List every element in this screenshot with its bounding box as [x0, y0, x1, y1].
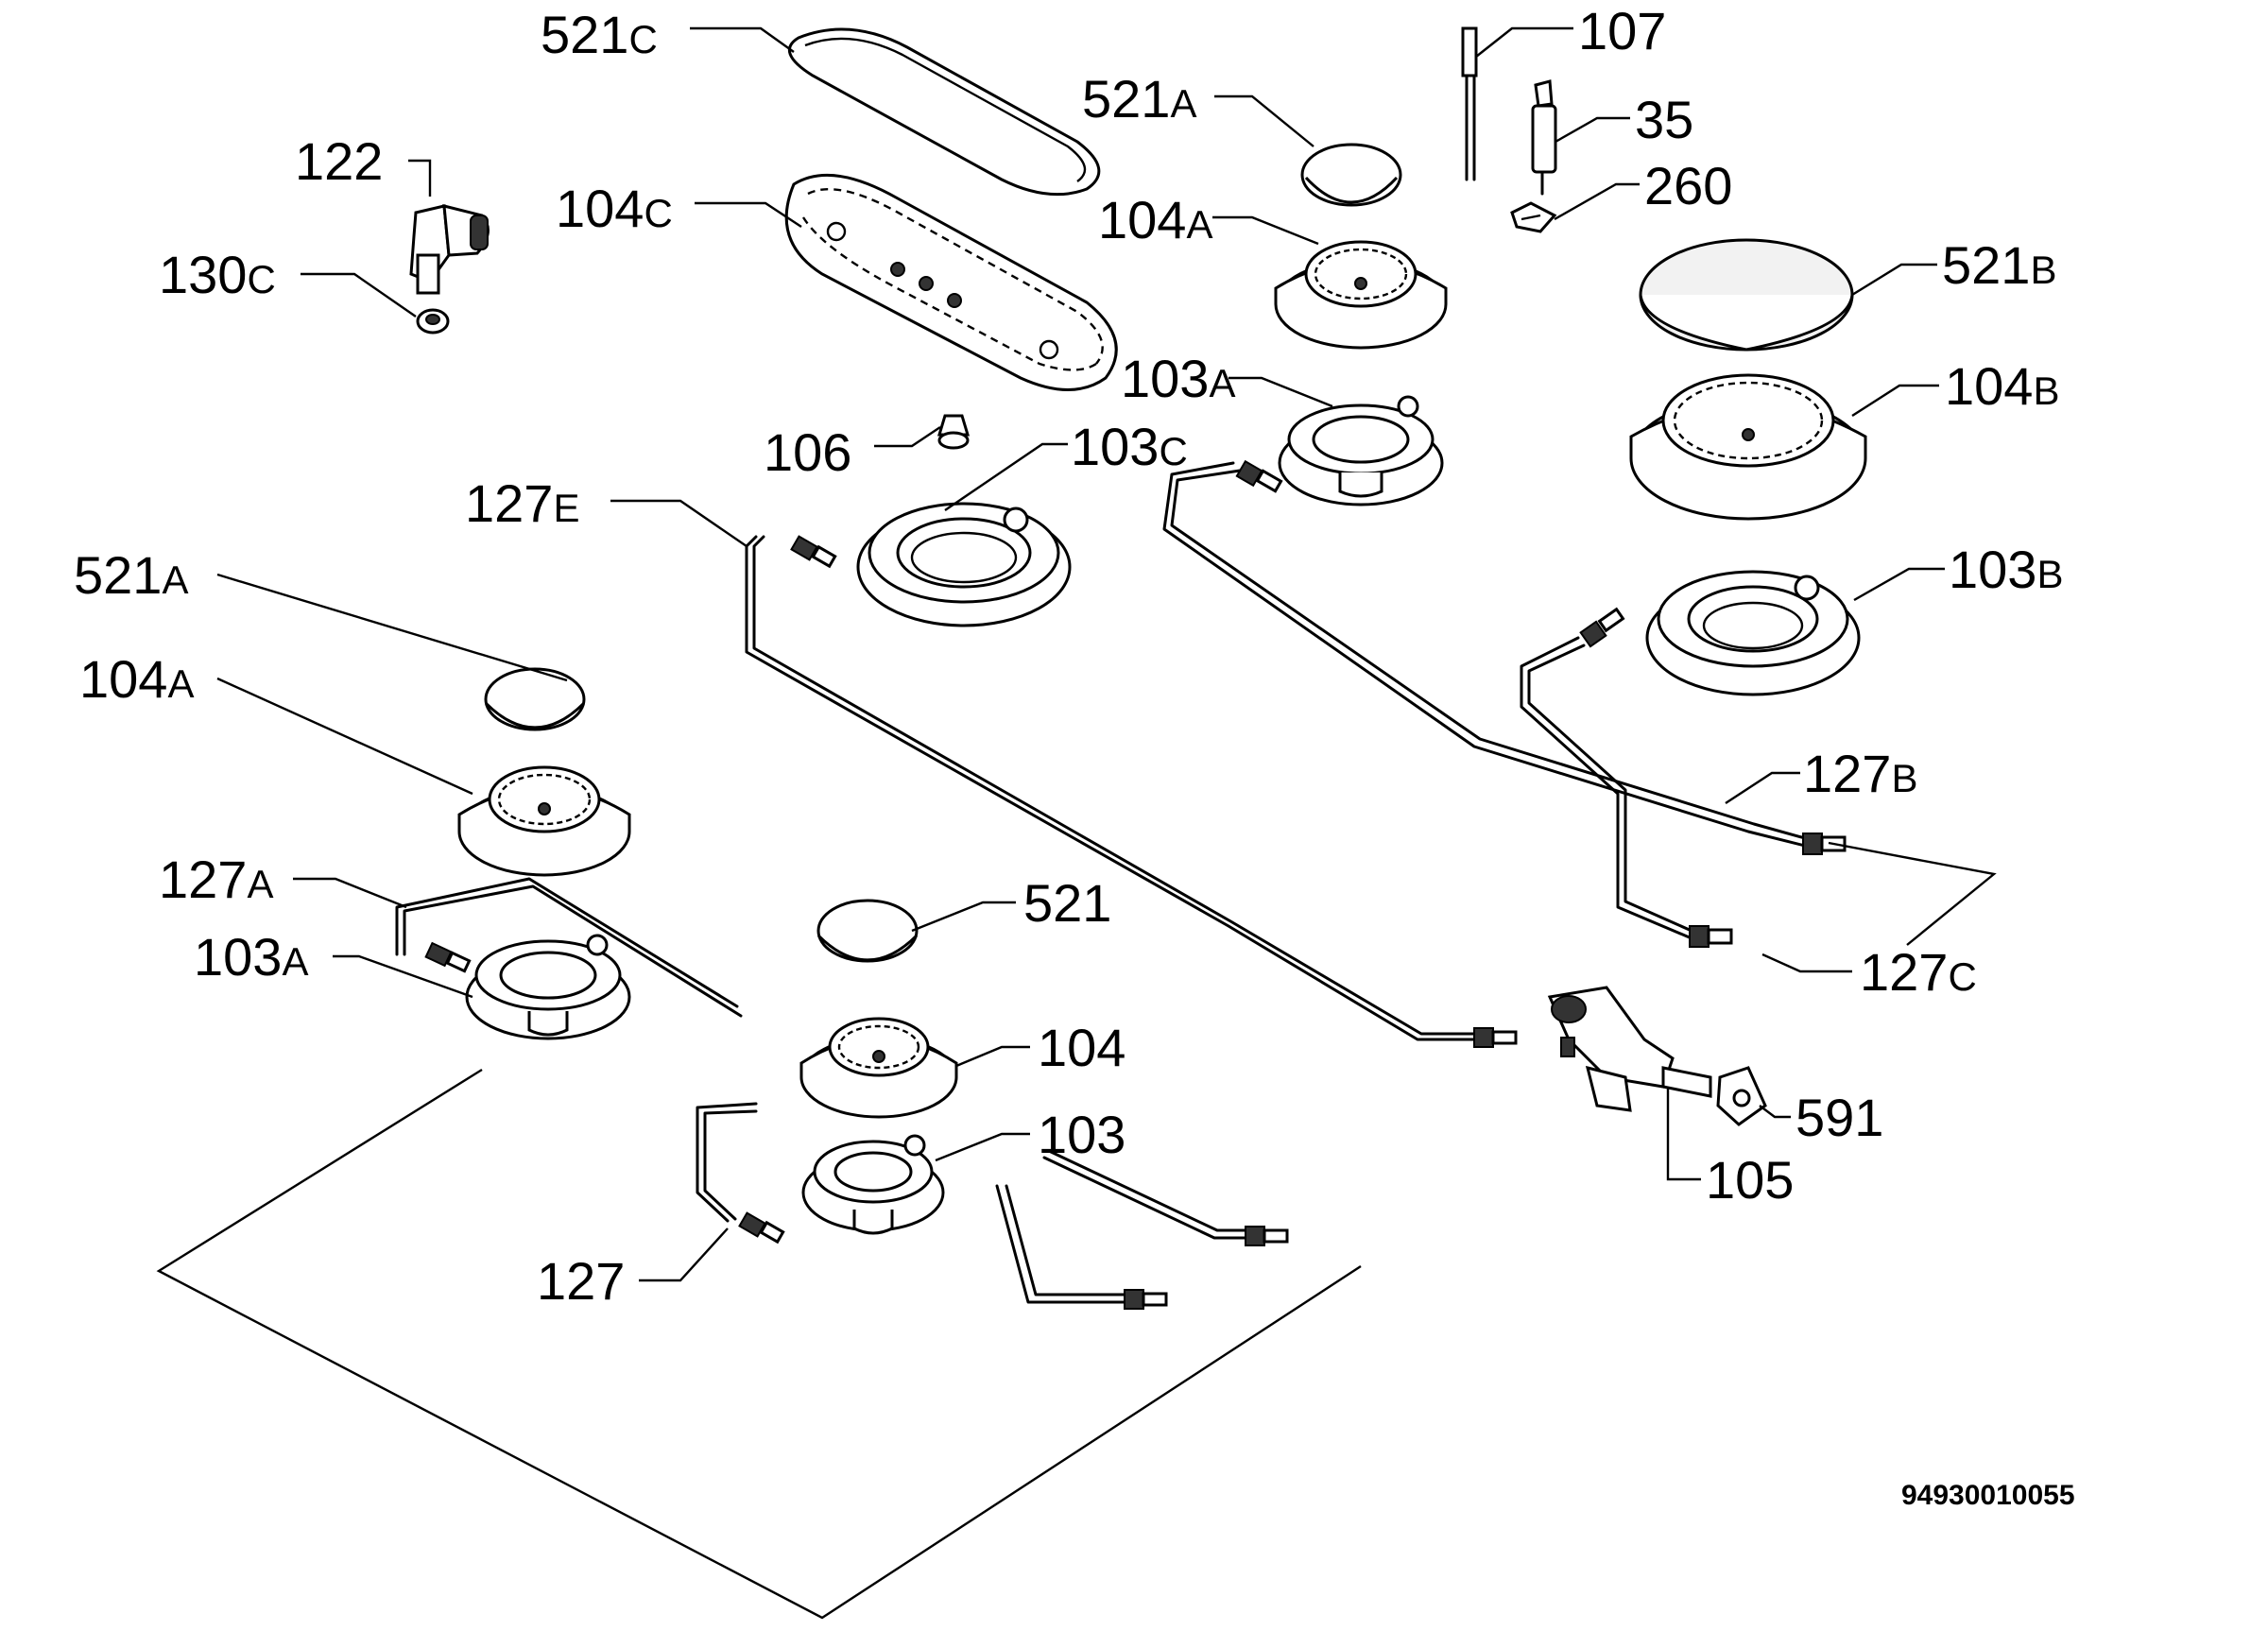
callout-104a-left: 104A — [79, 649, 194, 709]
callout-260: 260 — [1644, 156, 1732, 215]
callout-521: 521 — [1023, 873, 1111, 933]
callout-127a: 127A — [159, 850, 273, 909]
burner-base-103c — [856, 502, 1072, 627]
callout-127b: 127B — [1803, 744, 1917, 803]
callout-122: 122 — [295, 131, 383, 191]
callout-104: 104 — [1038, 1018, 1125, 1077]
callout-107: 107 — [1578, 1, 1666, 60]
burner-cap-oval-521c — [788, 27, 1101, 197]
burner-base-103a-left — [465, 934, 631, 1040]
document-number: 94930010055 — [1901, 1480, 2075, 1511]
callout-35: 35 — [1635, 90, 1693, 149]
burner-base-103a-top — [1278, 395, 1444, 506]
burner-crown-104a-left — [457, 765, 631, 877]
washer-130c — [416, 308, 450, 335]
burner-crown-oval-104c — [784, 173, 1118, 391]
elbow-fitting-122 — [409, 204, 490, 295]
callout-127: 127 — [537, 1251, 625, 1311]
burner-cap-521a-left — [484, 667, 586, 731]
callout-104c: 104C — [556, 179, 673, 238]
callout-labels: 521C 104C 122 130C 106 103C 127E 521A 10… — [74, 1, 2063, 1311]
pipe-fittings — [424, 459, 1847, 1310]
callout-103c: 103C — [1071, 417, 1188, 476]
callout-521a-left: 521A — [74, 545, 188, 605]
burner-crown-104b — [1629, 373, 1867, 521]
callout-103a-top: 103A — [1121, 349, 1235, 408]
ignition-electrode-35 — [1531, 79, 1557, 196]
burner-cap-521a-top — [1300, 143, 1402, 207]
callout-591: 591 — [1796, 1088, 1883, 1147]
burner-base-103 — [801, 1134, 945, 1235]
injector-106 — [936, 414, 971, 450]
callout-105: 105 — [1706, 1150, 1794, 1210]
callout-103a-left: 103A — [194, 927, 308, 987]
burner-cap-521 — [816, 899, 919, 963]
callout-521b: 521B — [1942, 235, 2056, 295]
callout-103b: 103B — [1949, 540, 2063, 599]
hob-panel-outline — [156, 1068, 1362, 1620]
gas-valve-105 — [1547, 986, 1712, 1112]
callout-127c: 127C — [1860, 942, 1977, 1002]
gas-pipes — [395, 461, 1807, 1304]
callout-521a-top: 521A — [1082, 69, 1196, 129]
callout-104a-top: 104A — [1098, 190, 1212, 249]
callout-127e: 127E — [465, 473, 579, 533]
callout-130c: 130C — [159, 245, 276, 304]
burner-crown-104 — [799, 1017, 958, 1119]
spring-clip-591 — [1716, 1066, 1767, 1126]
burner-cap-521b — [1639, 238, 1854, 352]
callout-103: 103 — [1038, 1105, 1125, 1164]
thermocouple-107 — [1461, 26, 1478, 181]
burner-crown-104a-top — [1274, 240, 1448, 350]
callout-106: 106 — [764, 422, 851, 482]
burner-base-103b — [1645, 570, 1861, 696]
leader-lines — [216, 26, 1997, 1282]
callout-521c: 521C — [541, 5, 658, 64]
callout-104b: 104B — [1945, 356, 2059, 416]
clip-260 — [1510, 201, 1557, 233]
